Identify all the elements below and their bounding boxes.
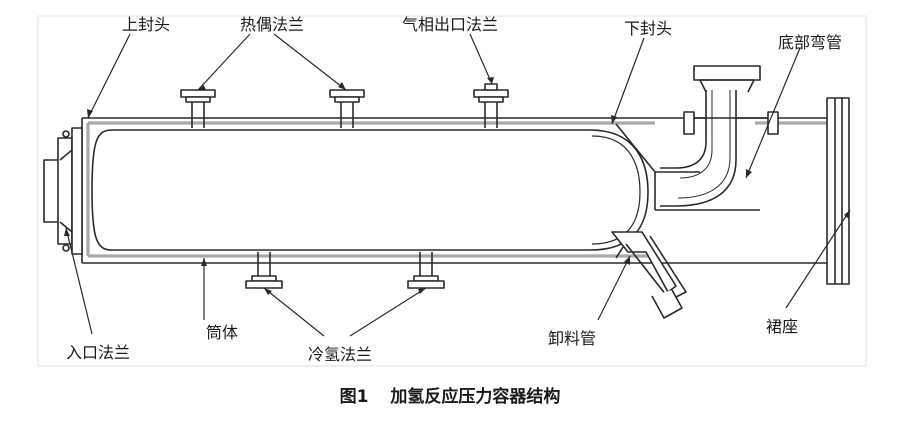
vessel-outer-lines <box>81 117 827 264</box>
label-lower-head: 下封头 <box>624 19 673 38</box>
label-shell: 筒体 <box>206 323 239 342</box>
reactor-structure-diagram <box>37 15 867 367</box>
label-upper-head: 上封头 <box>122 15 171 34</box>
shell-wall-bands <box>86 121 827 258</box>
figure-number: 图1 <box>339 387 369 407</box>
inlet-flange <box>43 127 83 255</box>
gas-outlet-nozzle <box>473 83 509 128</box>
diagram-panel: 上封头 热偶法兰 气相出口法兰 下封头 底部弯管 入口法兰 筒体 冷氢法兰 卸料… <box>30 12 870 370</box>
figure-caption: 图1 加氢反应压力容器结构 <box>0 382 900 407</box>
label-bottom-elbow: 底部弯管 <box>778 33 843 52</box>
bottom-elbow-pipe <box>660 65 779 207</box>
leader-arrowheads <box>64 77 850 295</box>
label-discharge-pipe: 卸料管 <box>548 329 597 348</box>
figure-title: 加氢反应压力容器结构 <box>390 387 561 407</box>
cold-hydrogen-nozzle-1 <box>245 252 283 289</box>
skirt-end-flange <box>826 97 850 285</box>
label-gas-outlet-flange: 气相出口法兰 <box>402 15 499 34</box>
leader-lines <box>65 33 851 337</box>
label-skirt: 裙座 <box>766 317 799 336</box>
thermocouple-nozzle-2 <box>329 89 365 128</box>
discharge-pipe <box>611 231 687 319</box>
label-thermocouple-flange: 热偶法兰 <box>240 15 305 34</box>
cold-hydrogen-nozzle-2 <box>407 252 445 289</box>
label-inlet-flange: 入口法兰 <box>66 343 131 362</box>
inner-shell <box>91 129 649 251</box>
inner-shell-inner-line <box>591 135 641 245</box>
frame-border <box>37 15 867 367</box>
label-cold-hydrogen-flange: 冷氢法兰 <box>308 345 373 364</box>
